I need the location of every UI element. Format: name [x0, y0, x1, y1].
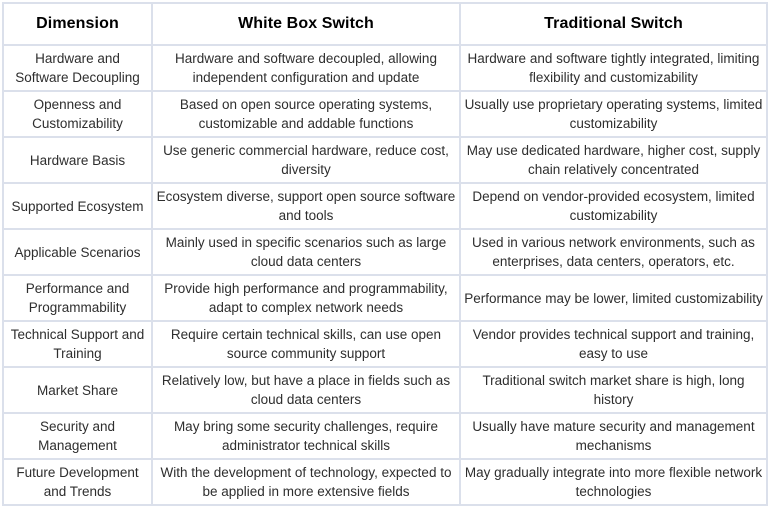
cell-traditional: Depend on vendor-provided ecosystem, lim… — [459, 182, 768, 230]
table-body: Hardware and Software Decoupling Hardwar… — [2, 44, 768, 506]
table-row: Supported Ecosystem Ecosystem diverse, s… — [2, 182, 768, 230]
cell-white-box: Use generic commercial hardware, reduce … — [151, 136, 461, 184]
cell-dimension: Technical Support and Training — [2, 320, 153, 368]
cell-dimension: Applicable Scenarios — [2, 228, 153, 276]
cell-traditional: May use dedicated hardware, higher cost,… — [459, 136, 768, 184]
cell-traditional: Vendor provides technical support and tr… — [459, 320, 768, 368]
table-row: Hardware Basis Use generic commercial ha… — [2, 136, 768, 184]
cell-white-box: Hardware and software decoupled, allowin… — [151, 44, 461, 92]
cell-traditional: Traditional switch market share is high,… — [459, 366, 768, 414]
column-header-dimension: Dimension — [2, 2, 153, 46]
cell-dimension: Performance and Programmability — [2, 274, 153, 322]
header-row: Dimension White Box Switch Traditional S… — [2, 2, 768, 46]
table-row: Hardware and Software Decoupling Hardwar… — [2, 44, 768, 92]
cell-traditional: Usually use proprietary operating system… — [459, 90, 768, 138]
cell-traditional: Performance may be lower, limited custom… — [459, 274, 768, 322]
cell-white-box: Based on open source operating systems, … — [151, 90, 461, 138]
table-header: Dimension White Box Switch Traditional S… — [2, 2, 768, 46]
cell-dimension: Hardware Basis — [2, 136, 153, 184]
cell-white-box: With the development of technology, expe… — [151, 458, 461, 506]
cell-dimension: Market Share — [2, 366, 153, 414]
cell-dimension: Openness and Customizability — [2, 90, 153, 138]
cell-white-box: Mainly used in specific scenarios such a… — [151, 228, 461, 276]
table-row: Future Development and Trends With the d… — [2, 458, 768, 506]
table-row: Technical Support and Training Require c… — [2, 320, 768, 368]
table-row: Security and Management May bring some s… — [2, 412, 768, 460]
cell-dimension: Supported Ecosystem — [2, 182, 153, 230]
table-row: Applicable Scenarios Mainly used in spec… — [2, 228, 768, 276]
cell-white-box: Relatively low, but have a place in fiel… — [151, 366, 461, 414]
table-row: Openness and Customizability Based on op… — [2, 90, 768, 138]
cell-white-box: Ecosystem diverse, support open source s… — [151, 182, 461, 230]
cell-dimension: Security and Management — [2, 412, 153, 460]
column-header-white-box-switch: White Box Switch — [151, 2, 461, 46]
cell-traditional: Usually have mature security and managem… — [459, 412, 768, 460]
cell-traditional: Hardware and software tightly integrated… — [459, 44, 768, 92]
cell-traditional: May gradually integrate into more flexib… — [459, 458, 768, 506]
cell-dimension: Future Development and Trends — [2, 458, 153, 506]
cell-dimension: Hardware and Software Decoupling — [2, 44, 153, 92]
cell-white-box: Require certain technical skills, can us… — [151, 320, 461, 368]
cell-white-box: May bring some security challenges, requ… — [151, 412, 461, 460]
cell-white-box: Provide high performance and programmabi… — [151, 274, 461, 322]
cell-traditional: Used in various network environments, su… — [459, 228, 768, 276]
column-header-traditional-switch: Traditional Switch — [459, 2, 768, 46]
table-row: Market Share Relatively low, but have a … — [2, 366, 768, 414]
table-row: Performance and Programmability Provide … — [2, 274, 768, 322]
